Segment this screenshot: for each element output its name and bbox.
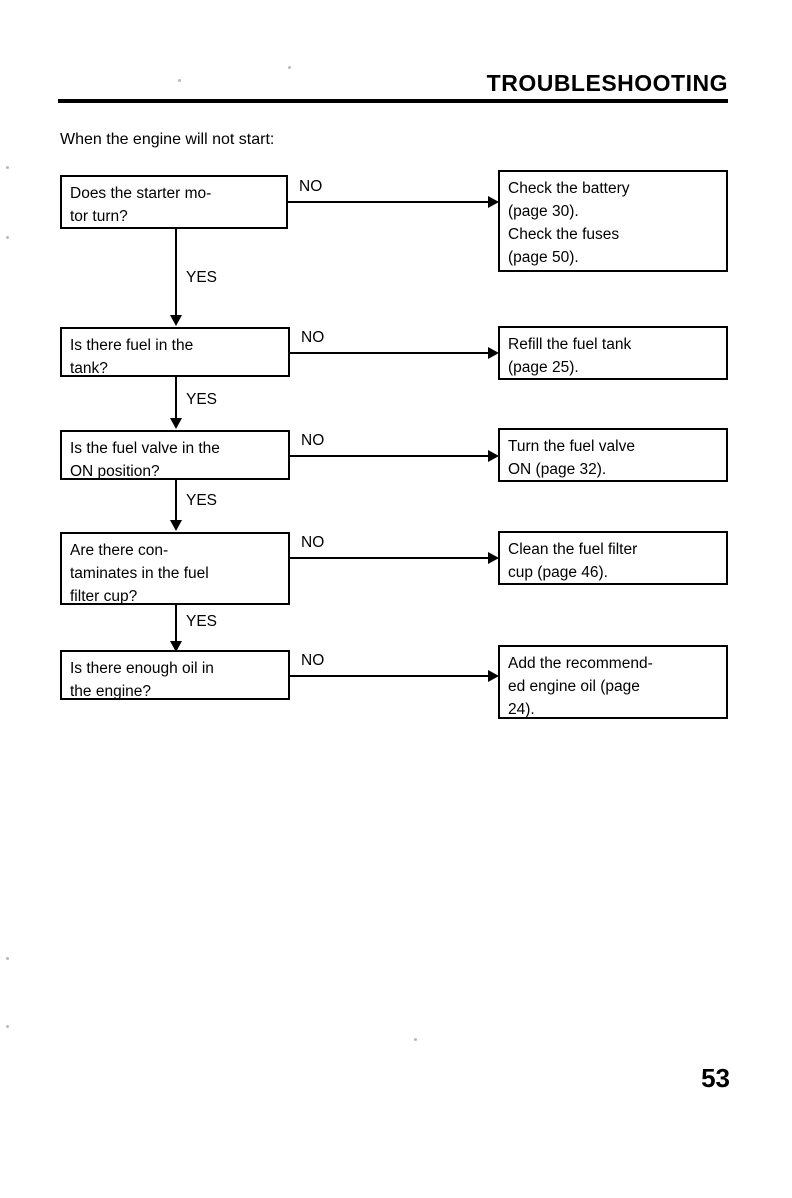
header-rule [58, 99, 728, 103]
action-line: Refill the fuel tank [508, 336, 632, 353]
scan-speck [6, 957, 9, 960]
action-box-refill-fuel-tank: Refill the fuel tank (page 25). [498, 326, 728, 380]
arrowhead-yes-1 [170, 315, 182, 326]
arrowhead-no-2 [488, 347, 499, 359]
question-line: Does the starter mo- [70, 185, 212, 202]
arrowhead-no-1 [488, 196, 499, 208]
question-line: filter cup? [70, 588, 138, 605]
intro-text: When the engine will not start: [60, 131, 275, 148]
question-line: Is there fuel in the [70, 337, 194, 354]
arrowhead-no-5 [488, 670, 499, 682]
arrowhead-yes-3 [170, 520, 182, 531]
connector-yes-1 [175, 229, 177, 317]
arrowhead-no-3 [488, 450, 499, 462]
action-box-clean-fuel-filter-cup: Clean the fuel filter cup (page 46). [498, 531, 728, 585]
edge-label-yes-1: YES [186, 269, 218, 286]
scan-speck [178, 79, 181, 82]
edge-label-no-1: NO [299, 178, 323, 195]
question-line: tor turn? [70, 208, 128, 225]
action-line: Check the battery [508, 180, 630, 197]
edge-label-no-3: NO [301, 432, 325, 449]
action-line: Add the recommend- [508, 655, 653, 672]
connector-no-4 [290, 557, 490, 559]
edge-label-no-4: NO [301, 534, 325, 551]
action-line: (page 50). [508, 249, 579, 266]
question-line: Are there con- [70, 542, 169, 559]
action-line: (page 30). [508, 203, 579, 220]
edge-label-no-5: NO [301, 652, 325, 669]
scan-speck [6, 236, 9, 239]
edge-label-yes-2: YES [186, 391, 218, 408]
action-line: 24). [508, 701, 535, 718]
connector-no-3 [290, 455, 490, 457]
scan-speck [6, 1025, 9, 1028]
action-line: Turn the fuel valve [508, 438, 635, 455]
action-line: cup (page 46). [508, 564, 608, 581]
question-box-enough-oil: Is there enough oil in the engine? [60, 650, 290, 700]
arrowhead-yes-4 [170, 641, 182, 652]
action-line: ed engine oil (page [508, 678, 640, 695]
action-box-add-engine-oil: Add the recommend- ed engine oil (page 2… [498, 645, 728, 719]
scan-speck [288, 66, 291, 69]
question-line: the engine? [70, 683, 152, 700]
question-box-fuel-in-tank: Is there fuel in the tank? [60, 327, 290, 377]
edge-label-yes-4: YES [186, 613, 218, 630]
question-line: tank? [70, 360, 108, 377]
connector-yes-2 [175, 377, 177, 420]
connector-yes-4 [175, 605, 177, 643]
action-line: Check the fuses [508, 226, 620, 243]
question-line: taminates in the fuel [70, 565, 209, 582]
connector-yes-3 [175, 480, 177, 522]
question-box-starter-motor: Does the starter mo- tor turn? [60, 175, 288, 229]
connector-no-2 [290, 352, 490, 354]
question-line: Is the fuel valve in the [70, 440, 220, 457]
action-box-turn-fuel-valve-on: Turn the fuel valve ON (page 32). [498, 428, 728, 482]
question-box-fuel-valve-on: Is the fuel valve in the ON position? [60, 430, 290, 480]
edge-label-no-2: NO [301, 329, 325, 346]
question-box-contaminates-filter-cup: Are there con- taminates in the fuel fil… [60, 532, 290, 605]
question-line: ON position? [70, 463, 160, 480]
action-line: (page 25). [508, 359, 579, 376]
connector-no-1 [288, 201, 490, 203]
action-box-check-battery-fuses: Check the battery (page 30). Check the f… [498, 170, 728, 272]
page-title: TROUBLESHOOTING [486, 70, 728, 96]
arrowhead-yes-2 [170, 418, 182, 429]
question-line: Is there enough oil in [70, 660, 214, 677]
scan-speck [6, 166, 9, 169]
scan-speck [414, 1038, 417, 1041]
connector-no-5 [290, 675, 490, 677]
edge-label-yes-3: YES [186, 492, 218, 509]
arrowhead-no-4 [488, 552, 499, 564]
action-line: ON (page 32). [508, 461, 607, 478]
page-number: 53 [701, 1063, 730, 1093]
action-line: Clean the fuel filter [508, 541, 638, 558]
